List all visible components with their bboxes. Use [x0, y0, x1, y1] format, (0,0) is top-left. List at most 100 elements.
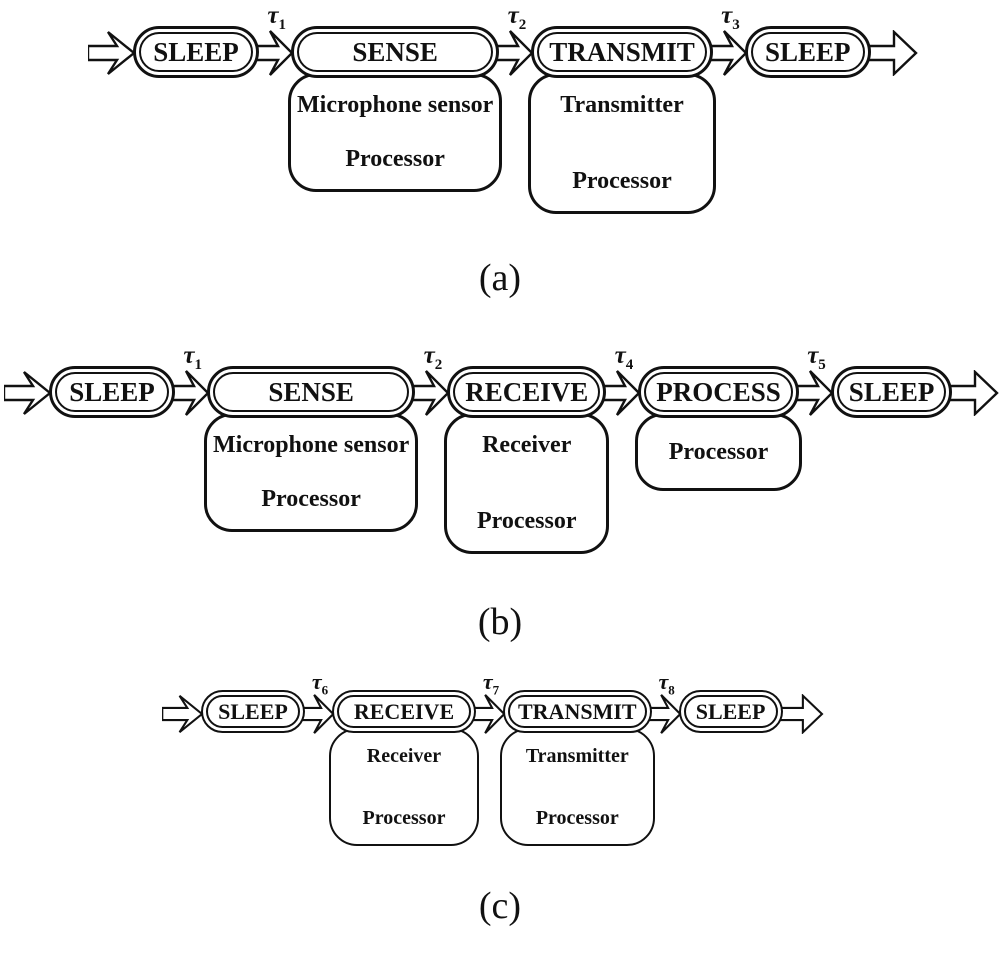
flow-row-b: SLEEP τ1 SENSE Microphone sensor Process…	[4, 336, 1000, 554]
state-pill: RECEIVE	[332, 690, 476, 733]
transition-time-label: τ2	[507, 2, 527, 33]
state-label: SENSE	[297, 32, 494, 72]
state-label: SLEEP	[206, 695, 300, 728]
flow-row-c: SLEEP τ6 RECEIVE Receiver Processor	[162, 666, 1000, 846]
component-label: Processor	[261, 486, 361, 512]
entry-arrow-icon	[4, 371, 52, 415]
state-label: RECEIVE	[453, 372, 601, 412]
components-box: Transmitter Processor	[500, 728, 655, 846]
state-pill: TRANSMIT	[503, 690, 652, 733]
transition-time-label: τ1	[183, 342, 202, 373]
state-process: PROCESS Processor	[635, 366, 802, 491]
transition-time-label: τ8	[658, 668, 675, 697]
transition-arrow-icon	[473, 694, 506, 734]
state-pill: PROCESS	[638, 366, 799, 418]
transition-tau5: τ5	[795, 343, 834, 417]
flow-row-a: SLEEP τ1 SENSE Microphone sensor Process…	[88, 0, 1000, 214]
transition-tau8: τ8	[648, 670, 682, 735]
transition-tau2: τ2	[496, 3, 534, 77]
state-receive: RECEIVE Receiver Processor	[329, 690, 479, 846]
state-label: TRANSMIT	[508, 695, 647, 728]
transition-tau2: τ2	[412, 343, 450, 417]
transition-tau1: τ1	[172, 343, 210, 417]
panel-caption: (c)	[478, 885, 522, 927]
component-label: Processor	[535, 807, 619, 829]
transition-time-label: τ1	[267, 2, 286, 33]
components-box: Processor	[635, 413, 802, 491]
state-sleep: SLEEP	[744, 26, 871, 78]
transition-arrow-icon	[256, 30, 294, 76]
transition-tau4: τ4	[603, 343, 641, 417]
transition-time-label: τ5	[807, 342, 826, 373]
component-label: Processor	[572, 168, 672, 194]
state-pill: SLEEP	[830, 366, 953, 418]
component-label: Processor	[668, 439, 769, 465]
state-sense: SENSE Microphone sensor Processor	[204, 366, 419, 532]
transition-time-label: τ6	[311, 668, 329, 697]
state-transmit: TRANSMIT Transmitter Processor	[528, 26, 716, 214]
panel-a: SLEEP τ1 SENSE Microphone sensor Process…	[0, 0, 1000, 300]
component-label: Microphone sensor	[213, 432, 410, 458]
state-pill: SLEEP	[678, 690, 783, 733]
transition-arrow-icon	[172, 370, 210, 416]
component-label: Transmitter	[560, 92, 684, 118]
transition-arrow-icon	[302, 694, 335, 734]
transition-tau1: τ1	[256, 3, 294, 77]
component-label: Processor	[345, 146, 445, 172]
transition-arrow-icon	[412, 370, 450, 416]
state-pill: SLEEP	[133, 26, 259, 78]
transition-tau3: τ3	[709, 3, 748, 77]
state-pill: SENSE	[207, 366, 416, 418]
components-box: Receiver Processor	[444, 413, 610, 554]
transition-arrow-icon	[648, 694, 682, 734]
exit-arrow-icon	[949, 370, 1000, 416]
state-label: TRANSMIT	[537, 32, 707, 72]
components-box: Microphone sensor Processor	[288, 73, 503, 192]
state-sleep: SLEEP	[49, 366, 175, 418]
state-label: SLEEP	[836, 372, 947, 412]
transition-tau6: τ6	[302, 670, 335, 735]
state-pill: RECEIVE	[447, 366, 607, 418]
state-sense: SENSE Microphone sensor Processor	[288, 26, 503, 192]
transition-time-label: τ4	[614, 342, 634, 373]
component-label: Microphone sensor	[297, 92, 494, 118]
transition-time-label: τ2	[423, 342, 443, 373]
transition-tau7: τ7	[473, 670, 506, 735]
state-pill: SENSE	[291, 26, 500, 78]
exit-arrow-icon	[867, 30, 918, 76]
state-label: SLEEP	[683, 695, 778, 728]
component-label: Processor	[362, 807, 446, 829]
state-pill: SLEEP	[49, 366, 175, 418]
state-label: SLEEP	[750, 32, 865, 72]
component-label: Transmitter	[525, 745, 629, 767]
panel-caption: (b)	[477, 601, 523, 643]
component-label: Processor	[476, 508, 577, 534]
components-box: Transmitter Processor	[528, 73, 716, 214]
panel-b: SLEEP τ1 SENSE Microphone sensor Process…	[0, 336, 1000, 644]
state-sleep: SLEEP	[678, 690, 783, 733]
transition-arrow-icon	[496, 30, 534, 76]
transition-time-label: τ3	[721, 2, 740, 33]
panel-caption: (a)	[478, 257, 522, 299]
state-label: RECEIVE	[337, 695, 471, 728]
transition-arrow-icon	[795, 370, 834, 416]
state-label: PROCESS	[644, 372, 793, 412]
component-label: Receiver	[366, 745, 442, 767]
transition-arrow-icon	[709, 30, 748, 76]
transition-arrow-icon	[603, 370, 641, 416]
transition-time-label: τ7	[482, 668, 500, 697]
components-box: Receiver Processor	[329, 728, 479, 846]
state-transmit: TRANSMIT Transmitter Processor	[500, 690, 655, 846]
state-pill: SLEEP	[201, 690, 305, 733]
state-sleep: SLEEP	[201, 690, 305, 733]
state-label: SLEEP	[139, 32, 253, 72]
state-receive: RECEIVE Receiver Processor	[444, 366, 610, 554]
component-label: Receiver	[482, 432, 572, 458]
state-label: SLEEP	[55, 372, 169, 412]
state-sleep: SLEEP	[133, 26, 259, 78]
panel-c: SLEEP τ6 RECEIVE Receiver Processor	[0, 666, 1000, 928]
exit-arrow-icon	[779, 694, 824, 734]
components-box: Microphone sensor Processor	[204, 413, 419, 532]
state-sleep: SLEEP	[830, 366, 953, 418]
